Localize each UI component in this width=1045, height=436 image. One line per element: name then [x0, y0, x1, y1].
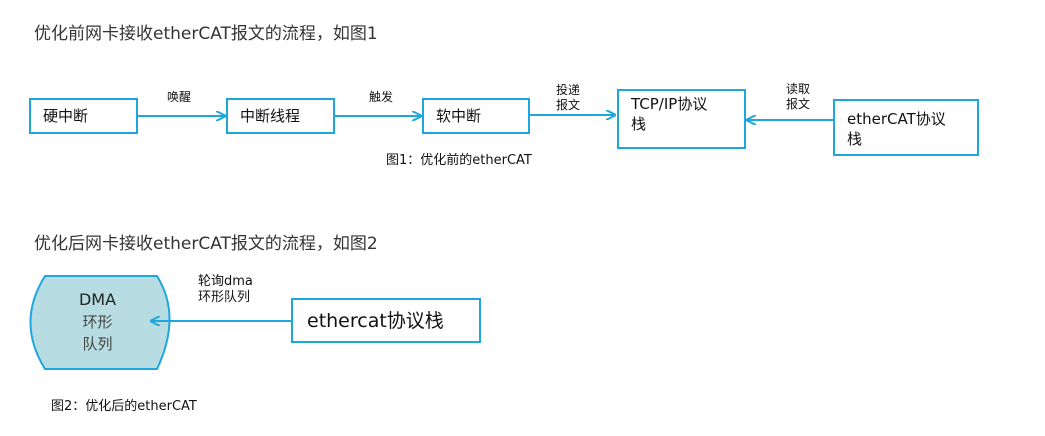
node-tcpip-stack: TCP/IP协议 栈	[617, 89, 746, 149]
edge-label-read-line1: 读取	[786, 82, 811, 96]
dma-drum-line3: 队列	[82, 335, 113, 353]
node-hard-interrupt-label: 硬中断	[43, 107, 89, 125]
edge-label-poll-line1: 轮询dma	[198, 274, 253, 289]
node-interrupt-thread-label: 中断线程	[240, 107, 301, 125]
edge-label-deliver-line2: 报文	[556, 98, 581, 112]
edge-label-trigger: 触发	[369, 90, 394, 104]
dma-drum-label: DMA 环形 队列	[45, 289, 150, 355]
fig2-heading: 优化后网卡接收etherCAT报文的流程，如图2	[34, 234, 378, 254]
node-ethercat-stack-fig1: etherCAT协议 栈	[833, 99, 979, 156]
edge-label-deliver-line1: 投递	[556, 83, 581, 97]
node-ethercat-stack-fig2: ethercat协议栈	[291, 298, 481, 343]
node-tcpip-stack-line2: 栈	[631, 115, 647, 133]
fig1-caption: 图1：优化前的etherCAT	[386, 153, 532, 168]
node-ethercat-stack-fig2-label: ethercat协议栈	[307, 309, 444, 332]
dma-drum-line2: 环形	[82, 313, 113, 331]
edge-label-wake: 唤醒	[167, 90, 192, 104]
node-soft-interrupt-label: 软中断	[436, 107, 482, 125]
fig1-heading: 优化前网卡接收etherCAT报文的流程，如图1	[34, 24, 378, 44]
edge-label-poll: 轮询dma 环形队列	[198, 274, 253, 306]
edge-label-read-line2: 报文	[786, 97, 811, 111]
node-interrupt-thread: 中断线程	[226, 98, 335, 134]
edge-label-deliver: 投递 报文	[556, 83, 580, 113]
node-ethercat-stack-fig1-line2: 栈	[847, 130, 863, 148]
edge-label-read: 读取 报文	[786, 82, 810, 112]
node-soft-interrupt: 软中断	[422, 98, 530, 134]
node-tcpip-stack-line1: TCP/IP协议	[631, 95, 708, 113]
fig2-caption: 图2：优化后的etherCAT	[51, 399, 197, 414]
edge-label-poll-line2: 环形队列	[198, 290, 251, 305]
dma-drum-line1: DMA	[78, 290, 117, 309]
dma-drum-shape	[29, 275, 171, 370]
node-hard-interrupt: 硬中断	[29, 98, 138, 134]
node-ethercat-stack-fig1-line1: etherCAT协议	[847, 110, 946, 128]
